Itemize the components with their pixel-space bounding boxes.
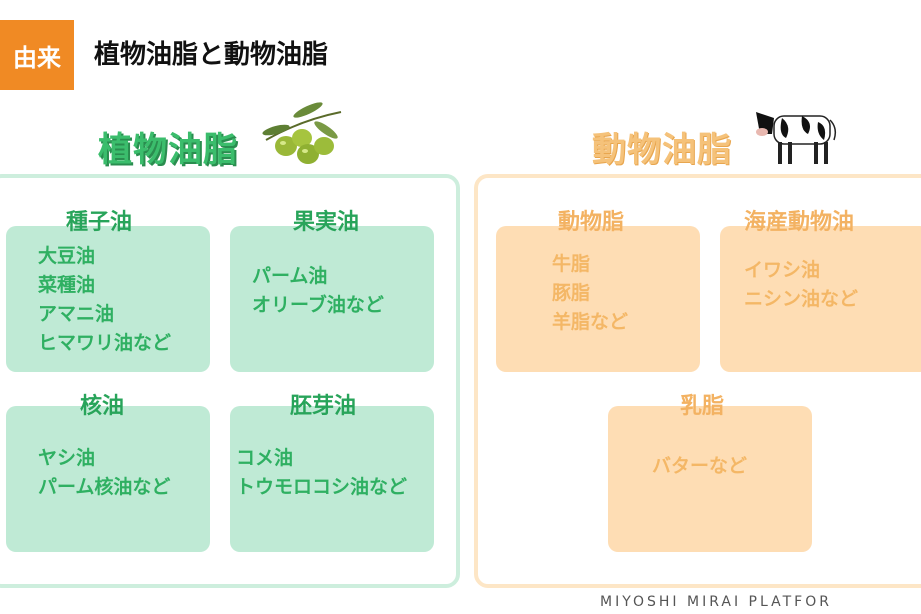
animal-fats-panel [474,174,921,588]
seed-oil-card [6,226,210,372]
list-item: トウモロコシ油など [236,476,408,498]
plant-oils-panel [0,174,460,588]
list-item: オリーブ油など [252,294,384,316]
animal-fats-title: 動物油脂 [592,130,732,170]
list-item: バターなど [652,455,748,477]
category-tag: 由来 [0,20,74,90]
marine-oil-title: 海産動物油 [744,210,855,235]
page-title: 植物油脂と動物油脂 [94,40,329,70]
list-item: 豚脂 [552,282,591,304]
list-item: パーム油 [252,265,328,287]
list-item: イワシ油 [744,259,821,281]
germ-oil-card [230,406,434,552]
milk-fat-card [608,406,812,552]
animal-fat-items: 牛脂 豚脂 羊脂など [552,250,628,337]
marine-oil-items: イワシ油 ニシン油など [744,256,858,314]
seed-oil-items: 大豆油 菜種油 アマニ油 ヒマワリ油など [38,242,171,358]
kernel-oil-items: ヤシ油 パーム核油など [38,444,170,502]
list-item: アマニ油 [38,303,115,325]
list-item: 大豆油 [38,245,96,267]
fruit-oil-items: パーム油 オリーブ油など [252,262,384,320]
kernel-oil-title: 核油 [80,394,125,419]
germ-oil-items: コメ油 トウモロコシ油など [236,444,407,502]
animal-fat-title: 動物脂 [558,210,625,235]
list-item: ヤシ油 [38,447,96,469]
animal-fat-card [496,226,700,372]
plant-oils-title: 植物油脂 [98,130,238,170]
cow-icon [756,112,837,164]
fruit-oil-title: 果実油 [293,210,360,235]
list-item: ニシン油など [744,288,859,310]
list-item: 牛脂 [552,253,591,275]
seed-oil-title: 種子油 [66,210,133,235]
list-item: ヒマワリ油など [38,332,172,354]
list-item: コメ油 [236,447,294,469]
fruit-oil-card [230,226,434,372]
germ-oil-title: 胚芽油 [290,394,357,419]
milk-fat-items: バターなど [652,452,747,481]
kernel-oil-card [6,406,210,552]
footer-brand: MIYOSHI MIRAI PLATFOR [600,594,832,610]
list-item: パーム核油など [38,476,171,498]
olive-icon [262,102,342,164]
list-item: 羊脂など [552,311,629,333]
list-item: 菜種油 [38,274,96,296]
marine-oil-card [720,226,921,372]
milk-fat-title: 乳脂 [680,394,725,419]
